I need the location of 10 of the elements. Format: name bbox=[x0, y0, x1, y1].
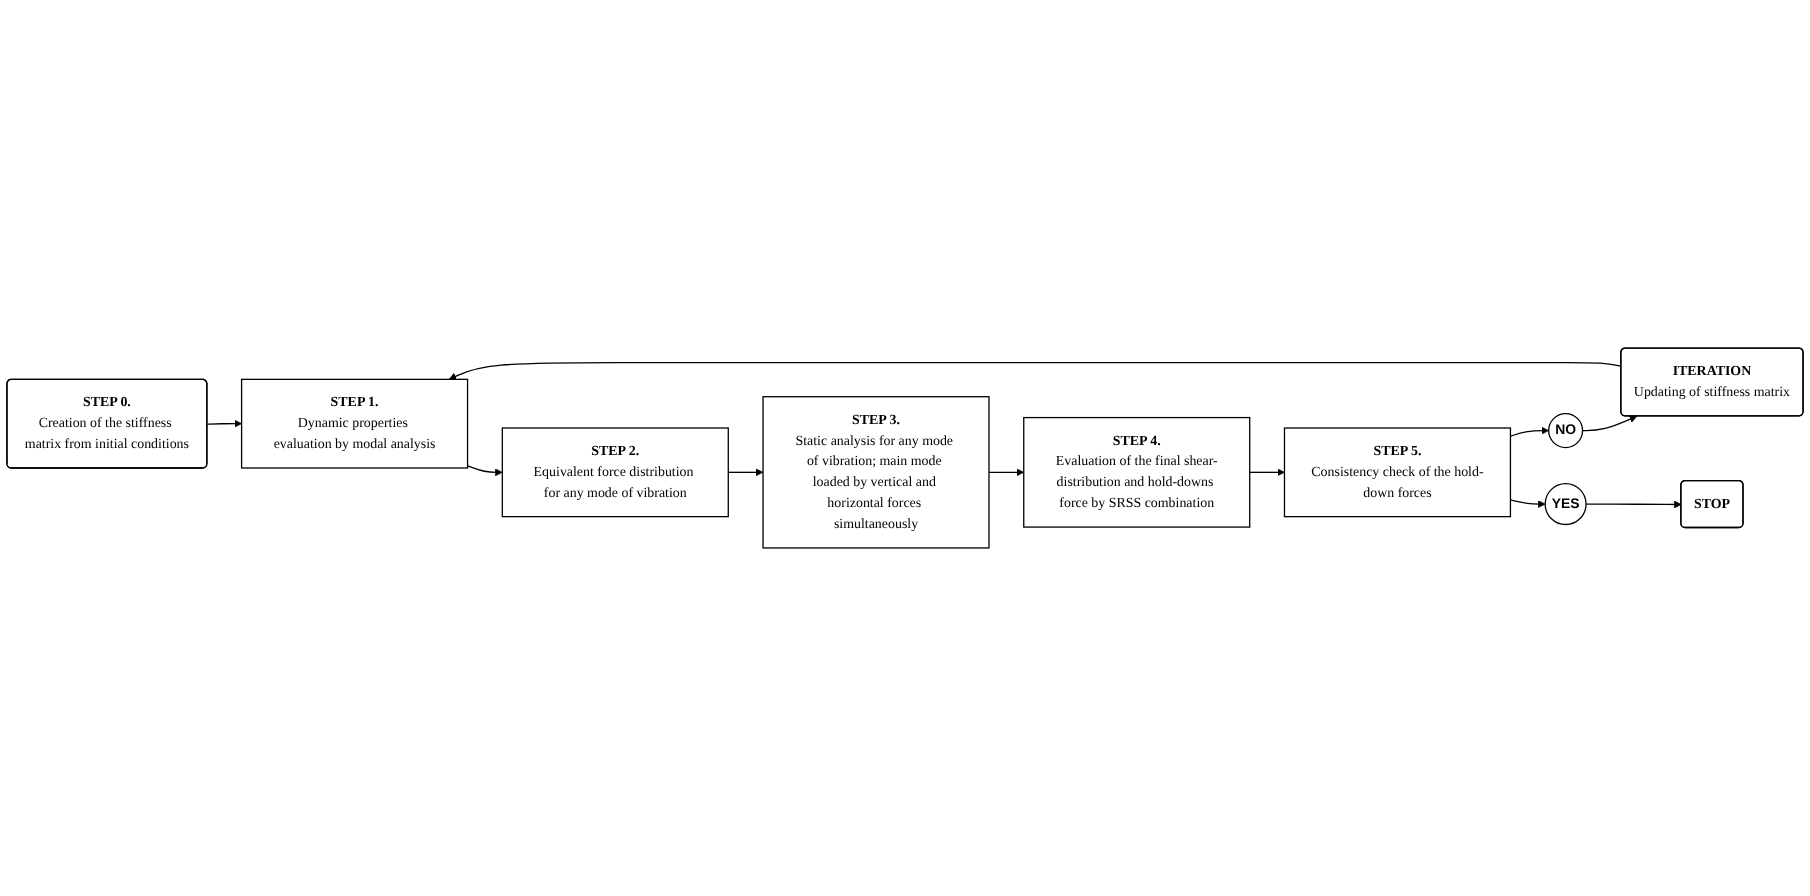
arrow bbox=[1585, 500, 1682, 509]
arrow bbox=[727, 468, 764, 477]
arrow bbox=[988, 468, 1025, 477]
arrow bbox=[1509, 499, 1546, 508]
arrow bbox=[1249, 468, 1285, 477]
arrow bbox=[206, 419, 242, 428]
arrow bbox=[1581, 415, 1638, 432]
arrow bbox=[466, 465, 503, 477]
arrow bbox=[448, 361, 1622, 380]
arrow bbox=[1509, 426, 1549, 437]
